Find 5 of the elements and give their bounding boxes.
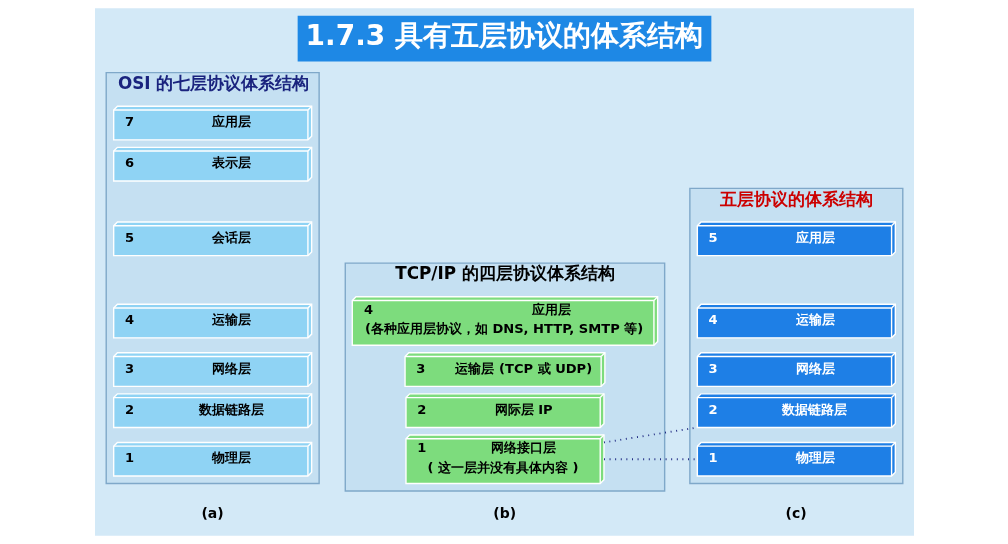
label: (c) xyxy=(785,504,807,521)
connector xyxy=(602,458,698,461)
label: (a) xyxy=(200,504,224,521)
diagram-title: 1.7.3 具有五层协议的体系结构 xyxy=(305,19,703,53)
label: (b) xyxy=(492,504,516,521)
